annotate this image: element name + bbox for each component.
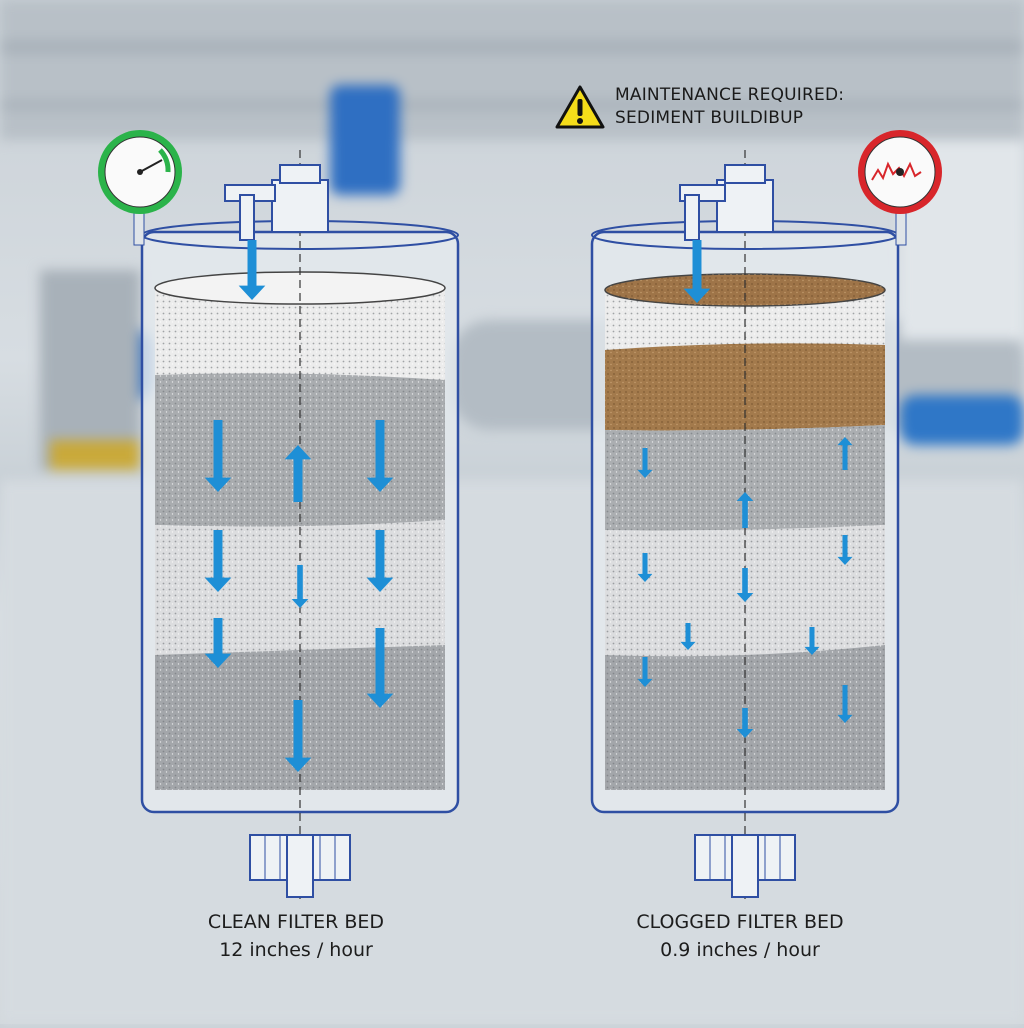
flow-arrow-down-icon <box>291 565 309 608</box>
flow-arrow-down-icon <box>366 628 394 708</box>
flow-arrow-down-icon <box>637 553 653 582</box>
warning-triangle-icon <box>555 85 605 129</box>
pressure-gauge-high-icon <box>858 130 942 246</box>
filter-rate: 0.9 inches / hour <box>660 939 820 961</box>
clean-filter-tank <box>98 130 460 900</box>
inlet-valve[interactable] <box>679 164 774 241</box>
clogged-filter-caption: CLOGGED FILTER BED 0.9 inches / hour <box>570 908 910 964</box>
filter-title: CLOGGED FILTER BED <box>636 911 844 933</box>
inlet-valve[interactable] <box>224 164 329 241</box>
flow-arrow-down-icon <box>637 448 653 478</box>
outlet-pipes <box>694 834 796 898</box>
flow-arrow-down-icon <box>204 618 232 668</box>
flow-arrow-down-icon <box>680 623 696 650</box>
flow-arrow-down-icon <box>683 240 711 303</box>
flow-arrow-down-icon <box>204 420 232 492</box>
flow-arrow-up-icon <box>284 445 312 502</box>
clogged-filter-tank <box>590 130 942 900</box>
filter-title: CLEAN FILTER BED <box>207 911 385 933</box>
warning-line-1: MAINTENANCE REQUIRED: <box>615 85 845 105</box>
flow-arrow-down-icon <box>837 535 853 565</box>
flow-arrow-down-icon <box>736 708 754 738</box>
clean-filter-caption: CLEAN FILTER BED 12 inches / hour <box>126 908 466 964</box>
flow-arrow-up-icon <box>837 437 853 470</box>
flow-arrow-down-icon <box>637 657 653 687</box>
flow-arrows <box>204 240 853 772</box>
filter-rate: 12 inches / hour <box>219 939 373 961</box>
maintenance-warning: MAINTENANCE REQUIRED: SEDIMENT BUILDIBUP <box>555 84 844 130</box>
flow-arrow-down-icon <box>238 240 266 300</box>
pressure-gauge-normal-icon <box>98 130 182 246</box>
flow-arrow-up-icon <box>736 492 754 528</box>
flow-arrow-down-icon <box>804 627 820 655</box>
flow-arrow-down-icon <box>837 685 853 723</box>
flow-arrow-down-icon <box>736 568 754 602</box>
flow-arrow-down-icon <box>366 420 394 492</box>
flow-arrow-down-icon <box>284 700 312 772</box>
flow-arrow-down-icon <box>204 530 232 592</box>
outlet-pipes <box>249 834 351 898</box>
warning-line-2: SEDIMENT BUILDIBUP <box>615 108 804 128</box>
flow-arrow-down-icon <box>366 530 394 592</box>
